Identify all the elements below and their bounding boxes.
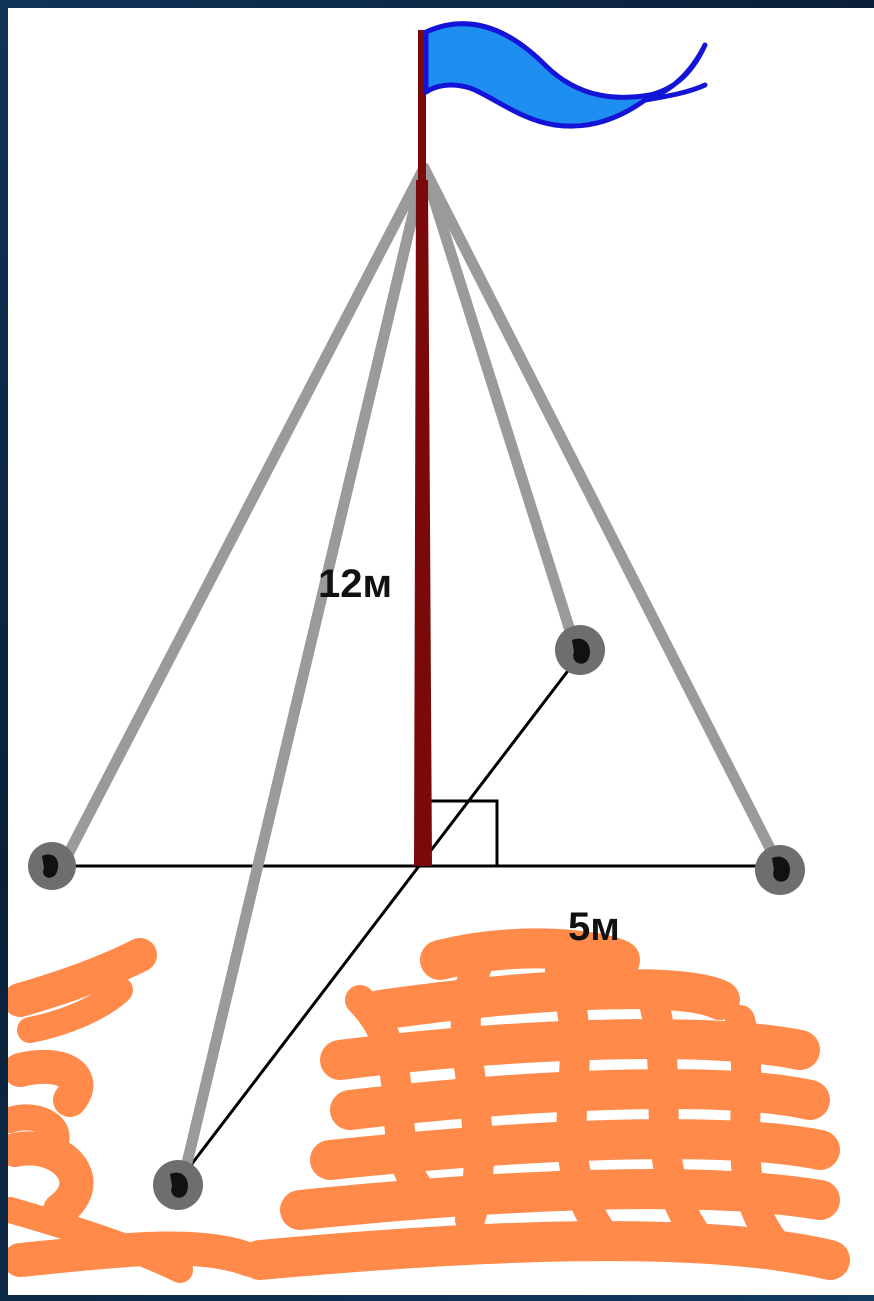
anchors [28, 625, 805, 1210]
anchor-front [153, 1160, 203, 1210]
right-angle-marker [428, 799, 499, 866]
diagram-canvas: 12м 5м [8, 8, 874, 1295]
flag-pole [414, 30, 432, 866]
guy-wire-back [418, 162, 579, 646]
guy-wire-front [177, 162, 430, 1186]
base-label: 5м [568, 905, 620, 949]
guy-wire-left [56, 162, 430, 872]
guy-wires [56, 162, 781, 1186]
flagpole-diagram: 12м 5м [8, 21, 850, 1283]
height-label: 12м [318, 562, 392, 606]
anchor-back [555, 625, 605, 675]
flag [423, 21, 708, 129]
ground-scribble [8, 928, 850, 1283]
guy-wire-right [418, 162, 781, 864]
anchor-right [755, 845, 805, 895]
diagonal-base-line [176, 654, 582, 1183]
anchor-left [28, 842, 76, 890]
